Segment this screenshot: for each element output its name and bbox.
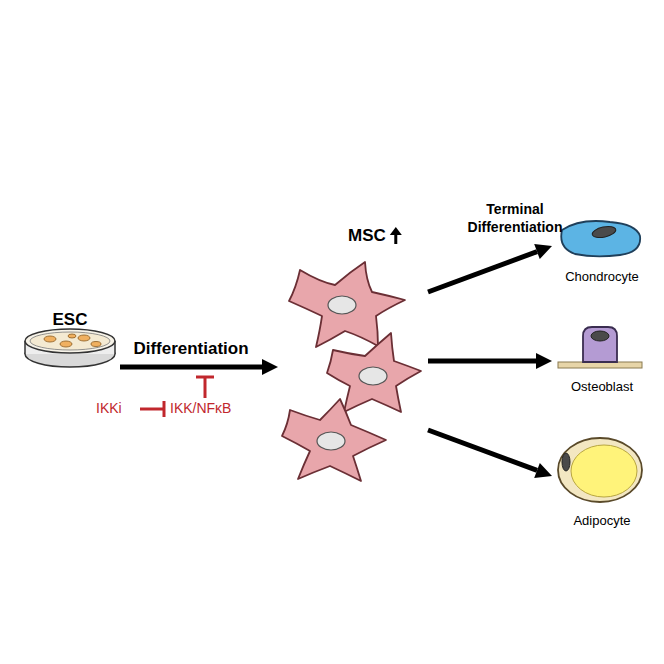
chondrocyte-cell: [561, 221, 640, 256]
cell-node: Osteoblast: [552, 322, 652, 394]
step-label: Terminal Differentiation: [452, 201, 578, 236]
cell-group-node: MSC: [278, 226, 428, 488]
inhibitor-label: IKKi: [96, 400, 122, 416]
dish-node: ESC: [20, 310, 120, 372]
connector-arrow: [428, 244, 552, 292]
node-label: ESC: [53, 310, 88, 330]
arrow-head: [262, 359, 278, 375]
arrow-shaft: [428, 252, 537, 292]
connector-arrow: [428, 353, 552, 369]
increase-arrow-head: [390, 227, 402, 235]
increase-arrow-shaft: [394, 234, 397, 244]
node-label: Adipocyte: [573, 513, 630, 528]
cell-node: Chondrocyte: [552, 214, 652, 284]
arrow-shaft: [428, 359, 536, 364]
increase-arrow: [390, 227, 402, 244]
arrow-head: [534, 463, 552, 478]
arrow-shaft: [120, 365, 262, 370]
msc-cells: [282, 262, 421, 481]
osteoblast-cell: [558, 327, 642, 368]
adipocyte-cell: [558, 438, 642, 502]
arrow-head: [534, 244, 552, 259]
connector-arrow: [120, 359, 278, 375]
node-label: Osteoblast: [571, 379, 633, 394]
pathway-label: IKK/NFκB: [170, 400, 231, 416]
cell-node: Adipocyte: [552, 434, 652, 528]
arrow-shaft: [428, 430, 537, 470]
edge-label: Differentiation: [133, 339, 248, 359]
petri-dish: [25, 329, 115, 367]
node-label: Chondrocyte: [565, 269, 639, 284]
connector-arrow: [428, 430, 552, 478]
node-label: MSC: [348, 226, 386, 246]
arrow-head: [536, 353, 552, 369]
